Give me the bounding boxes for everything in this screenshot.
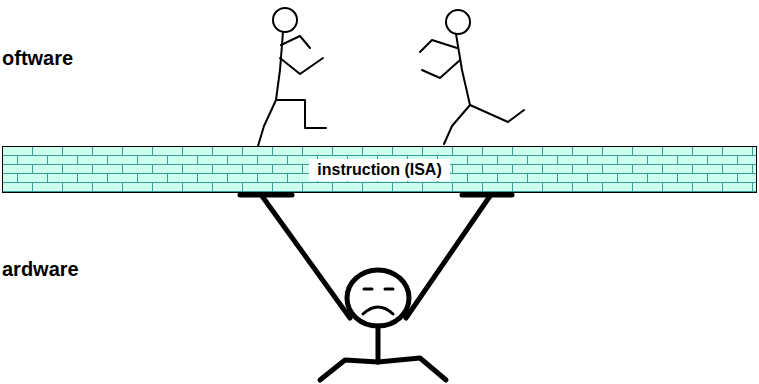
layer-label: ardware (2, 258, 79, 281)
interface-label: instruction (ISA) (309, 159, 449, 181)
isa-wall-band: instruction (ISA) (2, 146, 757, 193)
brick-wall (3, 147, 757, 193)
sad-figure (240, 195, 512, 380)
dancing-figure (258, 8, 326, 146)
dancing-figure (420, 10, 524, 144)
layer-label: oftware (2, 47, 73, 70)
